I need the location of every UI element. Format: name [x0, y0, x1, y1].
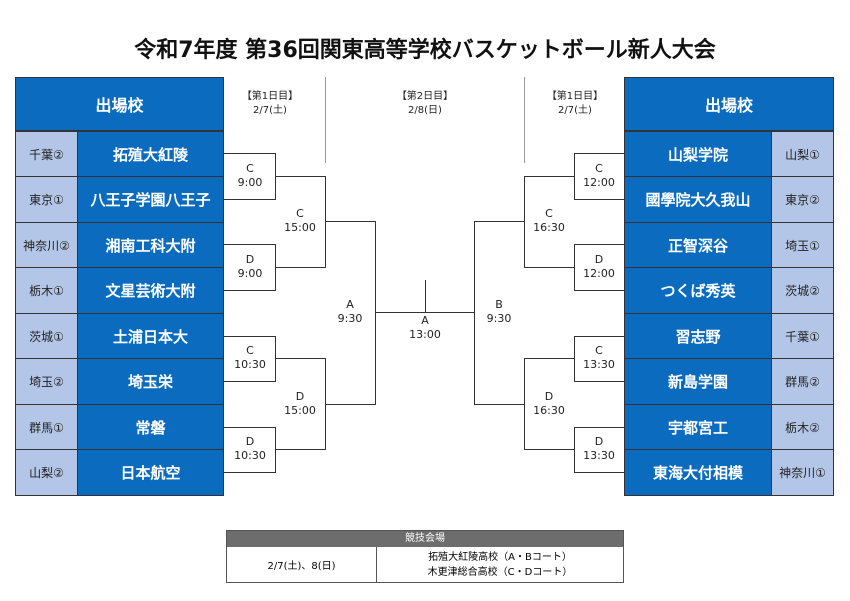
left-team-pref: 東京①: [15, 176, 78, 223]
left-team-pref: 千葉②: [15, 131, 78, 177]
bracket-line: [275, 176, 326, 177]
bracket-line: [224, 199, 276, 200]
left-team-pref: 栃木①: [15, 267, 78, 314]
bracket-line: [224, 244, 276, 245]
day2-label: 【第2日目】2/8(日): [396, 91, 454, 116]
left-team-pref: 茨城①: [15, 313, 78, 359]
right-team-pref: 群馬②: [771, 358, 834, 405]
bracket-line: [524, 449, 575, 450]
left-team-school: 湘南工科大附: [77, 222, 224, 268]
bracket-line: [574, 290, 625, 291]
right-team-pref: 千葉①: [771, 313, 834, 359]
bracket-line: [574, 427, 575, 473]
day1-left-label: 【第1日目】2/7(土): [241, 91, 299, 116]
day-divider: [524, 77, 525, 163]
venue-table: 競技会場 2/7(土)、8(日) 拓殖大紅陵高校（A・Bコート） 木更津総合高校（…: [226, 530, 624, 583]
right-team-pref: 埼玉①: [771, 222, 834, 268]
bracket-line: [474, 221, 525, 222]
right-team-pref: 山梨①: [771, 131, 834, 177]
bracket-line: [425, 280, 426, 313]
bracket-line: [574, 336, 575, 382]
bracket-line: [574, 427, 625, 428]
bracket-line: [524, 358, 575, 359]
right-team-school: 新島学園: [624, 358, 772, 405]
bracket-line: [474, 221, 475, 405]
bracket-line: [275, 358, 326, 359]
right-team-pref: 茨城②: [771, 267, 834, 314]
bracket-line: [574, 199, 625, 200]
bracket-line: [275, 336, 276, 382]
right-team-school: 正智深谷: [624, 222, 772, 268]
right-team-school: 山梨学院: [624, 131, 772, 177]
bracket-line: [474, 404, 525, 405]
bracket-line: [574, 244, 625, 245]
left-team-pref: 神奈川②: [15, 222, 78, 268]
venue-site-1: 拓殖大紅陵高校（A・Bコート）: [428, 552, 572, 563]
right-team-school: 習志野: [624, 313, 772, 359]
bracket-line: [574, 472, 625, 473]
bracket-line: [275, 449, 326, 450]
left-team-school: 常磐: [77, 404, 224, 450]
left-team-school: 文星芸術大附: [77, 267, 224, 314]
right-team-pref: 栃木②: [771, 404, 834, 450]
left-team-pref: 埼玉②: [15, 358, 78, 405]
bracket-line: [224, 472, 276, 473]
bracket-line: [574, 381, 625, 382]
page-title: 令和7年度 第36回関東高等学校バスケットボール新人大会: [134, 38, 716, 63]
day-divider: [325, 77, 326, 163]
bracket-line: [574, 153, 625, 154]
bracket-line: [224, 381, 276, 382]
bracket-line: [224, 336, 276, 337]
bracket-line: [524, 267, 575, 268]
right-team-school: 東海大付相模: [624, 449, 772, 496]
right-team-pref: 東京②: [771, 176, 834, 223]
venue-sites: 拓殖大紅陵高校（A・Bコート） 木更津総合高校（C・Dコート）: [377, 547, 623, 582]
left-team-school: 埼玉栄: [77, 358, 224, 405]
bracket-line: [325, 404, 376, 405]
left-team-school: 拓殖大紅陵: [77, 131, 224, 177]
bracket-line: [224, 290, 276, 291]
right-team-school: つくば秀英: [624, 267, 772, 314]
right-team-school: 宇都宮工: [624, 404, 772, 450]
right-team-pref: 神奈川①: [771, 449, 834, 496]
bracket-line: [375, 221, 376, 405]
left-team-school: 日本航空: [77, 449, 224, 496]
bracket-line: [524, 176, 575, 177]
bracket-line: [574, 336, 625, 337]
left-team-school: 土浦日本大: [77, 313, 224, 359]
bracket-line: [224, 153, 276, 154]
right-team-school: 國學院大久我山: [624, 176, 772, 223]
bracket-line: [325, 176, 326, 268]
bracket-line: [224, 427, 276, 428]
left-team-pref: 群馬①: [15, 404, 78, 450]
day1-right-label: 【第1日目】2/7(土): [546, 91, 604, 116]
bracket-line: [275, 267, 326, 268]
venue-site-2: 木更津総合高校（C・Dコート）: [427, 567, 573, 578]
bracket-line: [325, 221, 376, 222]
left-header: 出場校: [15, 77, 224, 131]
venue-header: 競技会場: [227, 531, 623, 547]
bracket-line: [524, 176, 525, 268]
venue-dates: 2/7(土)、8(日): [227, 547, 377, 582]
right-header: 出場校: [624, 77, 834, 131]
left-team-school: 八王子学園八王子: [77, 176, 224, 223]
bracket-line: [275, 427, 276, 473]
left-team-pref: 山梨②: [15, 449, 78, 496]
